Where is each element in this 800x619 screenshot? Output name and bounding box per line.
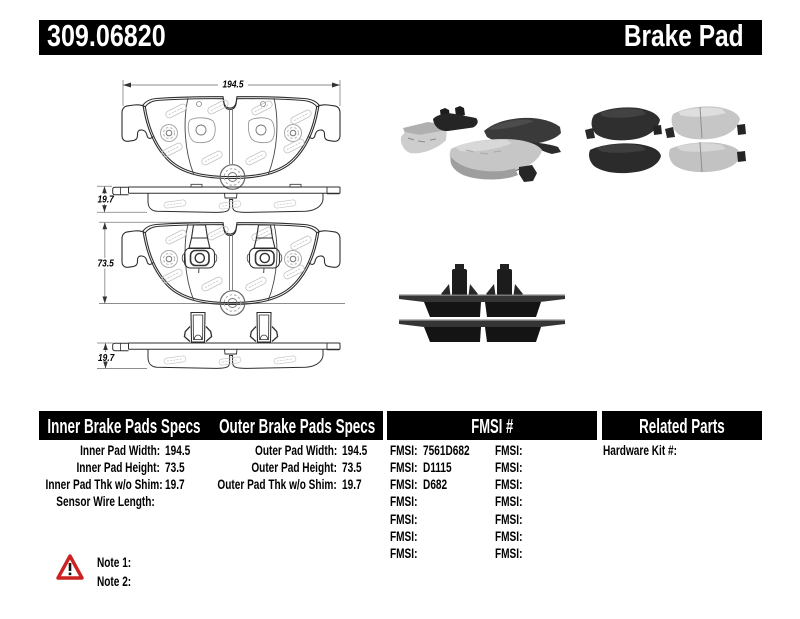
svg-text:19.7: 19.7 (98, 194, 115, 206)
svg-text:19.7: 19.7 (98, 352, 115, 364)
svg-text:194.5: 194.5 (222, 79, 244, 91)
svg-text:73.5: 73.5 (98, 257, 115, 269)
